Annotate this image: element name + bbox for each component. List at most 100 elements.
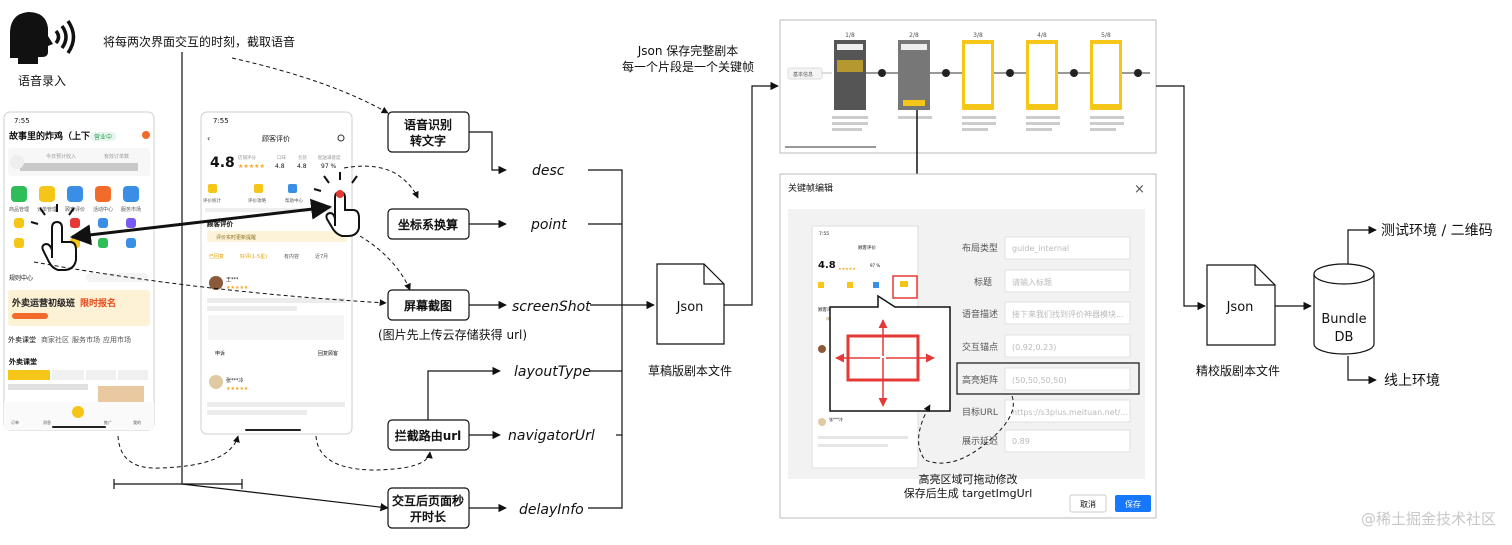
phone1-banner: 外卖运营初级班	[11, 297, 75, 309]
svg-text:★★★★★: ★★★★★	[838, 266, 856, 271]
svg-text:(0.92,0.23): (0.92,0.23)	[1012, 343, 1056, 352]
svg-text:★★★★★: ★★★★★	[226, 386, 249, 392]
field-delayinfo: delayInfo	[519, 502, 584, 518]
process-coordinate: 坐标系换算	[387, 208, 470, 240]
svg-text:97 %: 97 %	[870, 263, 880, 268]
tap-to-shot-arrow	[359, 235, 411, 291]
svg-text:评价攻略: 评价攻略	[248, 197, 266, 204]
highlight-matrix-input[interactable]	[1004, 367, 1131, 391]
save-button[interactable]	[1115, 495, 1151, 512]
svg-text:高亮矩阵: 高亮矩阵	[962, 374, 998, 386]
svg-text:语音识别: 语音识别	[404, 117, 452, 132]
svg-text:4.8: 4.8	[297, 163, 307, 170]
voice-note: 将每两次界面交互的时刻，截取语音	[103, 34, 295, 49]
svg-text:服务市场: 服务市场	[121, 206, 141, 213]
svg-text:申诉: 申诉	[215, 350, 225, 357]
editor-title: 关键帧编辑	[788, 182, 833, 194]
svg-text:口味: 口味	[277, 154, 286, 161]
svg-text:顾客评价: 顾客评价	[818, 306, 836, 313]
svg-text:https://s3plus.meituan.net/...: https://s3plus.meituan.net/...	[1012, 408, 1128, 417]
svg-text:标题: 标题	[974, 276, 992, 288]
target-url-input[interactable]	[1004, 399, 1131, 423]
speaking-head-icon	[9, 12, 76, 64]
svg-text:展示延迟: 展示延迟	[962, 435, 998, 447]
svg-text:交互后页面秒: 交互后页面秒	[392, 493, 464, 508]
editor-close-icon[interactable]: ×	[1134, 182, 1145, 197]
svg-text:限时报名: 限时报名	[80, 297, 116, 309]
svg-text:今日预计收入: 今日预计收入	[46, 153, 76, 160]
svg-text:4/8: 4/8	[1037, 32, 1047, 39]
layout-type-input[interactable]	[1004, 236, 1131, 260]
anchor-input[interactable]	[1004, 334, 1131, 358]
svg-text:开时长: 开时长	[410, 509, 447, 524]
svg-text:转文字: 转文字	[410, 133, 446, 148]
watermark: @稀土掘金技术社区	[1361, 510, 1496, 528]
db-to-test-arrow	[1347, 225, 1377, 264]
field-point: point	[530, 217, 567, 233]
json-final-label: Json	[1226, 300, 1254, 315]
svg-text:服务市场: 服务市场	[72, 335, 100, 344]
svg-text:坐标系换算: 坐标系换算	[398, 217, 458, 232]
json-final-caption: 精校版剧本文件	[1196, 363, 1280, 378]
svg-text:王***: 王***	[226, 277, 239, 283]
voice-label: 语音录入	[18, 73, 66, 88]
phone1-rules: 规则中心	[9, 274, 33, 282]
keyframe-strip: 基本信息 1/8 2/8 3/8 4/8 5/8	[779, 19, 1157, 154]
svg-text:订单: 订单	[11, 419, 19, 425]
highlight-box[interactable]	[892, 275, 918, 299]
svg-text:外卖课堂: 外卖课堂	[8, 335, 36, 344]
svg-text:★★★★★: ★★★★★	[238, 163, 265, 170]
svg-text:张***冷: 张***冷	[226, 377, 244, 384]
svg-text:活动中心: 活动中心	[93, 206, 113, 213]
svg-text:屏幕截图: 屏幕截图	[403, 298, 452, 313]
svg-text:2/8: 2/8	[909, 32, 919, 39]
drag-note-line1: 高亮区域可拖动修改	[919, 472, 1018, 486]
phone-screenshot-home: 7:55 故事里的炸鸡（上下... 营业中 今日预计收入 有效订单数 商品管理 …	[3, 111, 155, 431]
highlight-callout	[829, 294, 951, 412]
output-test-env: 测试环境 / 二维码	[1381, 223, 1493, 239]
svg-text:请输入标题: 请输入标题	[1012, 277, 1052, 287]
db-line1: Bundle	[1321, 312, 1366, 327]
svg-text:交互锚点: 交互锚点	[962, 341, 998, 353]
svg-text:★★★★★: ★★★★★	[226, 285, 249, 291]
tap-hand-icon	[30, 204, 77, 271]
fields-bracket	[588, 169, 623, 509]
svg-text:近7月: 近7月	[315, 253, 328, 260]
process-navigator: 拦截路由url	[387, 419, 470, 451]
svg-text:guide_internal: guide_internal	[1012, 244, 1069, 253]
json-draft-label: Json	[676, 300, 704, 315]
title-input[interactable]	[1004, 269, 1131, 293]
svg-text:回复顾客: 回复顾客	[318, 350, 338, 357]
field-desc: desc	[532, 163, 565, 179]
svg-text:评价统计: 评价统计	[203, 197, 221, 204]
timeline-to-delay-arrow	[181, 483, 389, 512]
svg-text:评价实时更新提醒: 评价实时更新提醒	[216, 234, 256, 241]
voice-input: 语音录入 将每两次界面交互的时刻，截取语音	[9, 12, 295, 88]
delay-input[interactable]	[1004, 429, 1131, 453]
svg-text:(50,50,50,50): (50,50,50,50)	[1012, 376, 1067, 385]
phone-screenshot-reviews: 7:55 ‹ 顾客评价 4.8 店铺评分 ★★★★★ 口味 4.8 包装 4.8…	[200, 111, 353, 435]
svg-text:语音描述: 语音描述	[962, 308, 998, 320]
bundle-db-cylinder: Bundle DB	[1313, 263, 1375, 355]
screenshot-note: (图片先上传云存储获得 url)	[378, 327, 527, 342]
phone2-title: 顾客评价	[262, 134, 290, 143]
drag-resize-icon[interactable]	[835, 319, 935, 407]
phone1-status: 营业中	[94, 133, 112, 141]
db-line2: DB	[1335, 330, 1354, 345]
json-draft-file: Json 草稿版剧本文件	[648, 263, 732, 378]
svg-text:顾客评价: 顾客评价	[858, 244, 876, 251]
tap-to-coord-arrow	[343, 165, 419, 199]
cancel-button[interactable]	[1069, 494, 1107, 513]
svg-text:我的: 我的	[133, 419, 141, 425]
svg-text:取消: 取消	[1080, 499, 1096, 509]
drag-note-line2: 保存后生成 targetImgUrl	[904, 486, 1033, 500]
svg-text:目标URL: 目标URL	[962, 406, 998, 418]
voice-desc-input[interactable]	[1004, 301, 1131, 325]
svg-text:拦截路由url: 拦截路由url	[395, 428, 462, 443]
svg-text:推广: 推广	[104, 419, 112, 425]
svg-text:应用市场: 应用市场	[103, 335, 131, 344]
process-speech-recognition: 语音识别 转文字	[387, 111, 470, 153]
svg-text:商家社区: 商家社区	[41, 335, 69, 344]
highlight-row-frame	[956, 362, 1140, 395]
